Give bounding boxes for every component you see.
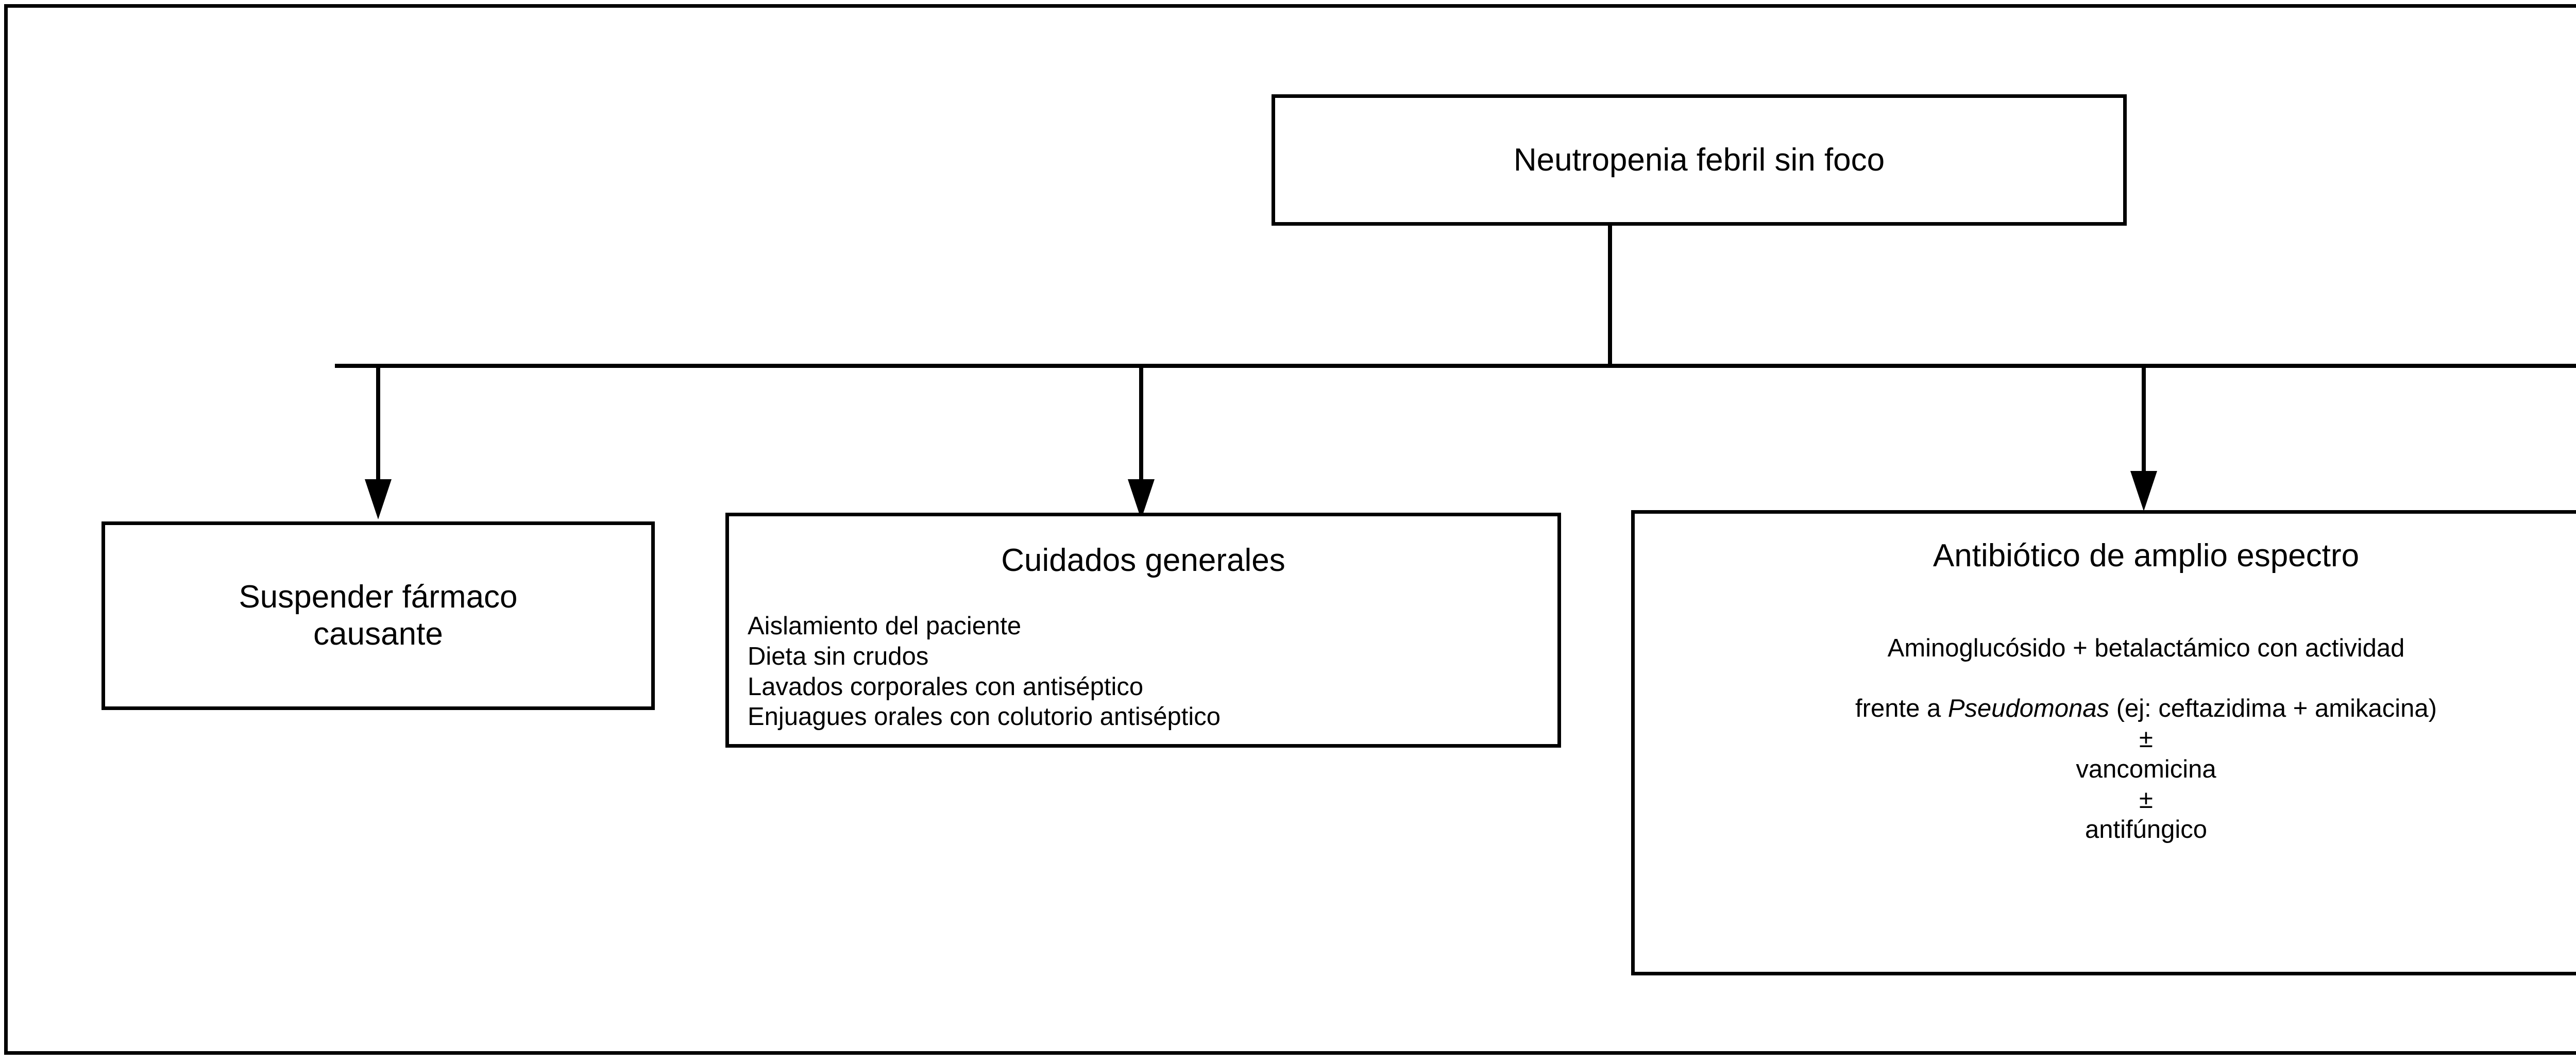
node-cuidados-generales: Cuidados generales Aislamiento del pacie…: [725, 513, 1561, 748]
connector-drop-suspender-farmaco: [376, 364, 380, 481]
antibiotico-detail: Aminoglucósido + betalactámico con activ…: [1855, 603, 2437, 875]
arrowhead-antibiotico-icon: [2130, 471, 2157, 511]
arrowhead-suspender-farmaco-icon: [365, 479, 392, 519]
node-suspender-farmaco-label: Suspender fármaco causante: [239, 579, 518, 652]
figure-border: [4, 4, 2576, 1055]
connector-horizontal-bus: [335, 364, 2576, 368]
node-root-label: Neutropenia febril sin foco: [1513, 142, 1885, 178]
node-antibiotico-label: Antibiótico de amplio espectro: [1933, 538, 2360, 573]
antibiotico-detail-line2-pre: frente a: [1855, 695, 1948, 723]
connector-root-stem: [1608, 226, 1612, 366]
antibiotico-detail-rest: ± vancomicina ± antifúngico: [2076, 725, 2216, 844]
node-cuidados-generales-label: Cuidados generales: [1001, 543, 1285, 578]
connector-drop-antibiotico: [2142, 364, 2146, 473]
cuidados-generales-list: Aislamiento del paciente Dieta sin crudo…: [748, 612, 1221, 731]
node-neutropenia-febril-sin-foco: Neutropenia febril sin foco: [1272, 94, 2127, 226]
antibiotico-detail-pseudomonas: Pseudomonas: [1947, 695, 2110, 723]
antibiotico-detail-line2-post: (ej: ceftazidima + amikacina): [2109, 695, 2437, 723]
connector-drop-cuidados-generales: [1139, 364, 1143, 481]
antibiotico-detail-line1: Aminoglucósido + betalactámico con activ…: [1887, 634, 2405, 662]
node-suspender-farmaco-causante: Suspender fármaco causante: [101, 521, 655, 710]
node-antibiotico-amplio-espectro: Antibiótico de amplio espectro Aminogluc…: [1631, 510, 2576, 975]
